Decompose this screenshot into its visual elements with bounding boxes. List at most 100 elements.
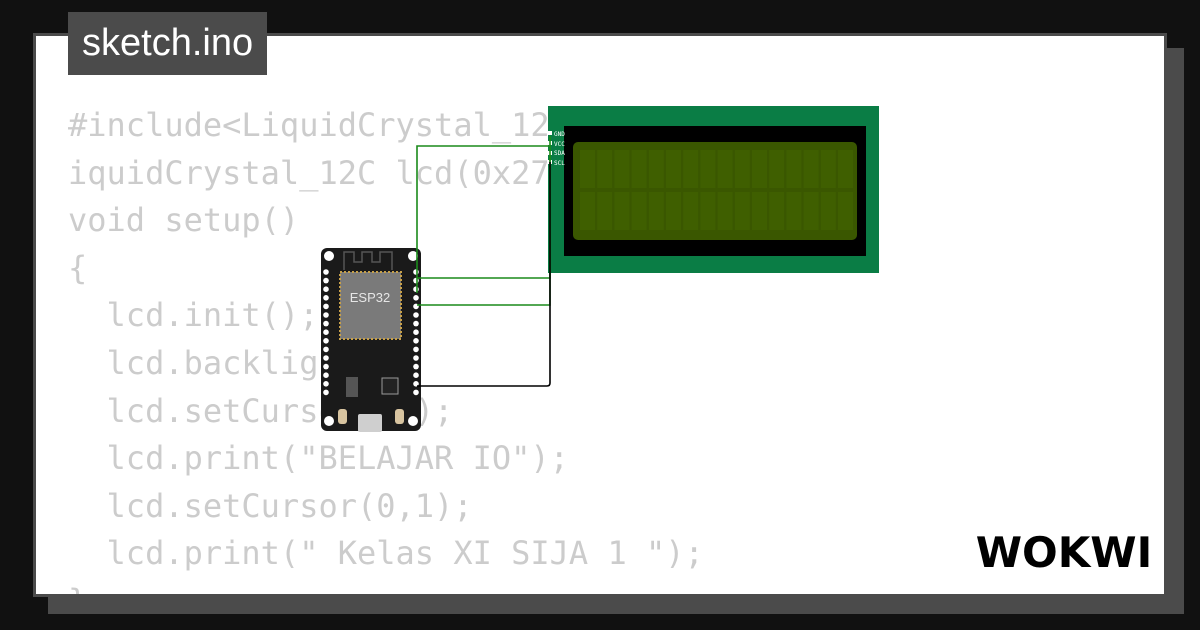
code-line: #include<LiquidCrystal_12 (68, 106, 550, 144)
wire-sda[interactable] (417, 155, 551, 306)
lcd-character-cell (614, 192, 630, 230)
lcd-character-cell (666, 192, 681, 230)
esp32-pin[interactable] (323, 363, 329, 370)
lcd-pin-label: GND (554, 131, 565, 138)
lcd-character-cell (614, 150, 630, 188)
lcd-character-cell (631, 150, 647, 188)
lcd-character-cell (666, 150, 681, 188)
code-line: iquidCrystal_12C lcd(0x27 (68, 153, 550, 192)
usb-port (358, 414, 382, 432)
wire-scl[interactable] (417, 162, 551, 387)
esp32-pin[interactable] (323, 286, 329, 293)
esp32-pin[interactable] (323, 329, 329, 336)
esp32-pin[interactable] (413, 329, 419, 336)
code-preview: #include<LiquidCrystal_12 iquidCrystal_12… (68, 102, 704, 594)
lcd-character-cell (631, 192, 647, 230)
lcd-character-cell (734, 192, 750, 230)
esp32-pin[interactable] (323, 355, 329, 361)
lcd-character-cell (700, 192, 716, 230)
code-line: void setup() (68, 201, 300, 240)
esp32-pin[interactable] (413, 312, 419, 318)
esp32-pin[interactable] (323, 346, 329, 353)
lcd-character-cell (597, 192, 613, 230)
mount-hole (408, 251, 418, 261)
lcd-character-cell (838, 150, 853, 188)
lcd-character-cell (838, 192, 853, 230)
lcd-character-cell (786, 150, 802, 188)
mount-hole (408, 416, 418, 426)
esp32-pin[interactable] (413, 338, 419, 344)
lcd-character-cell (683, 192, 699, 230)
filename-tag: sketch.ino (68, 12, 268, 75)
lcd-character-cell (786, 192, 802, 230)
usb-uart-chip (381, 377, 399, 395)
esp32-pin[interactable] (413, 346, 419, 353)
wires (416, 136, 551, 387)
antenna-trace (343, 251, 393, 270)
esp32-pin[interactable] (323, 389, 329, 396)
esp32-board[interactable]: ESP32 (321, 248, 421, 432)
wire-vcc[interactable] (417, 136, 551, 279)
esp32-pin[interactable] (323, 372, 329, 379)
lcd-character-cell (803, 192, 819, 230)
esp32-pin[interactable] (413, 286, 419, 293)
lcd-pin (547, 131, 552, 135)
lcd-character-cell (717, 150, 733, 188)
esp32-pin[interactable] (323, 269, 329, 275)
esp32-pin[interactable] (323, 295, 329, 301)
lcd-character-cell (717, 192, 733, 230)
lcd-pin-label: SDA (554, 150, 565, 157)
esp32-pin[interactable] (413, 372, 419, 379)
lcd-character-cell (580, 192, 595, 230)
lcd-character-cell (752, 192, 767, 230)
esp32-pin[interactable] (413, 320, 419, 327)
lcd-character-cell (752, 150, 767, 188)
lcd-pin-label: VCC (554, 141, 565, 148)
esp32-pin[interactable] (323, 312, 329, 318)
esp32-pin[interactable] (413, 363, 419, 370)
reset-button[interactable] (395, 409, 404, 424)
code-line: lcd.init(); (68, 296, 319, 335)
code-line: lcd.print(" Kelas XI SIJA 1 "); (68, 534, 704, 573)
esp32-pin-row-left (323, 269, 329, 396)
esp32-pin[interactable] (323, 277, 329, 284)
esp32-pin[interactable] (413, 355, 419, 361)
code-line: lcd.setCursor(0,1); (68, 486, 473, 525)
lcd-pin-label: SCL (554, 160, 565, 167)
esp32-pin[interactable] (323, 303, 329, 310)
code-line: lcd.print("BELAJAR IO"); (68, 439, 569, 478)
lcd-character-cell (580, 150, 595, 188)
lcd-character-cell (820, 192, 836, 230)
esp32-chip-label: ESP32 (350, 290, 390, 305)
voltage-regulator (346, 377, 358, 397)
esp32-pin[interactable] (413, 269, 419, 275)
code-line: lcd.backlig (68, 343, 319, 382)
wokwi-logo: WOKWI (976, 528, 1153, 577)
lcd-character-cell (820, 150, 836, 188)
lcd-character-cell (769, 150, 785, 188)
esp32-pin[interactable] (413, 295, 419, 301)
lcd-character-cell (700, 150, 716, 188)
esp32-pin[interactable] (323, 320, 329, 327)
mount-hole (324, 416, 334, 426)
wokwi-logo-text: WOKWI (976, 528, 1153, 577)
lcd-character-cell (803, 150, 819, 188)
boot-button[interactable] (338, 409, 347, 424)
esp32-pin[interactable] (323, 381, 329, 387)
lcd-character-cell (769, 192, 785, 230)
lcd-module[interactable]: GND VCC SDA SCL (547, 106, 879, 273)
lcd-character-grid (580, 150, 853, 230)
mount-hole (324, 251, 334, 261)
esp32-pin[interactable] (413, 389, 419, 396)
lcd-character-cell (597, 150, 613, 188)
esp32-pin-row-right (413, 269, 419, 396)
esp32-module (339, 271, 402, 340)
lcd-character-cell (648, 192, 664, 230)
wire-gnd[interactable] (416, 145, 550, 293)
lcd-character-cell (648, 150, 664, 188)
lcd-character-cell (683, 150, 699, 188)
esp32-pin[interactable] (323, 338, 329, 344)
code-line: { (68, 248, 88, 287)
lcd-character-cell (734, 150, 750, 188)
